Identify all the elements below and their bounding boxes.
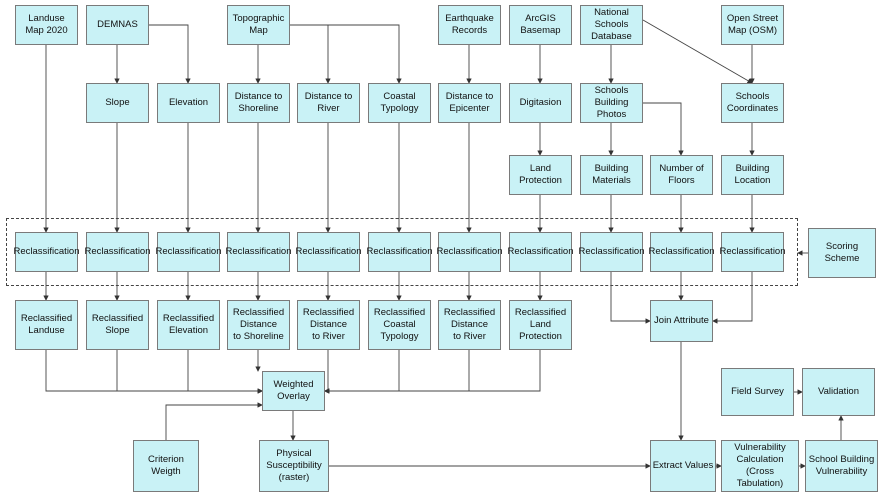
node-demnas: DEMNAS [86, 5, 149, 45]
edge-to-weighted [187, 350, 263, 394]
node-reclassification: Reclassification [579, 232, 645, 272]
edge-demnas-to-elevation [149, 24, 191, 84]
node-number-of-floors: Number of Floors [650, 155, 713, 195]
node-reclassification: Reclassification [367, 232, 433, 272]
node-building-location: Building Location [721, 155, 784, 195]
node-reclassified-distance-to-river: Reclassified Distance to River [297, 300, 360, 350]
node-distance-to-epicenter: Distance to Epicenter [438, 83, 501, 123]
node-physical-susceptibility: Physical Susceptibility (raster) [259, 440, 329, 492]
node-arcgis-basemap: ArcGIS Basemap [509, 5, 572, 45]
node-reclassification: Reclassification [14, 232, 80, 272]
edge-topo-to-coastal [290, 24, 402, 84]
edge-criterion-to-weighted [165, 402, 263, 440]
node-distance-to-shoreline: Distance to Shoreline [227, 83, 290, 123]
edge-to-weighted [45, 350, 263, 394]
edge-to-weighted [324, 350, 400, 394]
edge-to-weighted [116, 350, 263, 394]
node-criterion-weight: Criterion Weigth [133, 440, 199, 492]
node-distance-to-river: Distance to River [297, 83, 360, 123]
node-validation: Validation [802, 368, 875, 416]
edge-photos-to-floors [643, 102, 684, 156]
node-coastal-typology: Coastal Typology [368, 83, 431, 123]
node-building-materials: Building Materials [580, 155, 643, 195]
edge-topo-to-river [290, 24, 331, 84]
node-reclassification: Reclassification [296, 232, 362, 272]
node-field-survey: Field Survey [721, 368, 794, 416]
node-reclassified-elevation: Reclassified Elevation [157, 300, 220, 350]
node-vulnerability-calculation: Vulnerability Calculation (Cross Tabulat… [721, 440, 799, 492]
edge-schoolsdb-to-coords [642, 19, 753, 84]
node-landuse-map: Landuse Map 2020 [15, 5, 78, 45]
node-schools-building-photos: Schools Building Photos [580, 83, 643, 123]
edge-materials-to-join [610, 272, 651, 324]
node-land-protection: Land Protection [509, 155, 572, 195]
node-extract-values: Extract Values [650, 440, 716, 492]
node-reclassified-coastal-typology: Reclassified Coastal Typology [368, 300, 431, 350]
node-weighted-overlay: Weighted Overlay [262, 371, 325, 411]
edge-to-weighted [324, 350, 330, 394]
node-reclassification: Reclassification [508, 232, 574, 272]
reclassification-group [6, 218, 798, 286]
node-reclassification: Reclassification [226, 232, 292, 272]
node-reclassification: Reclassification [720, 232, 786, 272]
node-scoring-scheme: Scoring Scheme [808, 228, 876, 278]
node-reclassified-distance-to-shoreline: Reclassified Distance to Shoreline [227, 300, 290, 350]
node-reclassification: Reclassification [156, 232, 222, 272]
node-digitasion: Digitasion [509, 83, 572, 123]
node-reclassification: Reclassification [85, 232, 151, 272]
node-schools-coordinates: Schools Coordinates [721, 83, 784, 123]
edge-to-weighted [324, 350, 541, 394]
node-earthquake-records: Earthquake Records [438, 5, 501, 45]
node-national-schools-database: National Schools Database [580, 5, 643, 45]
node-school-building-vulnerability: School Building Vulnerability [805, 440, 878, 492]
node-reclassified-landuse: Reclassified Landuse [15, 300, 78, 350]
edge-to-weighted [324, 350, 470, 394]
node-join-attribute: Join Attribute [650, 300, 713, 342]
node-reclassified-distance-to-epicenter: Reclassified Distance to River [438, 300, 501, 350]
node-reclassified-land-protection: Reclassified Land Protection [509, 300, 572, 350]
node-reclassification: Reclassification [437, 232, 503, 272]
edge-location-to-join [712, 272, 753, 324]
node-topographic-map: Topographic Map [227, 5, 290, 45]
node-reclassified-slope: Reclassified Slope [86, 300, 149, 350]
node-slope: Slope [86, 83, 149, 123]
node-elevation: Elevation [157, 83, 220, 123]
node-reclassification: Reclassification [649, 232, 715, 272]
node-open-street-map: Open Street Map (OSM) [721, 5, 784, 45]
